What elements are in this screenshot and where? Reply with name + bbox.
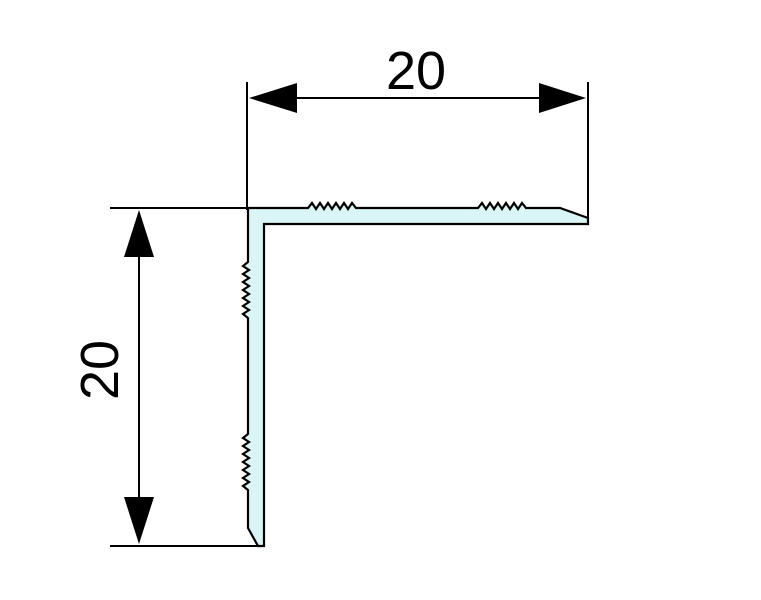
height-arrow-bottom: [124, 497, 154, 544]
width-dimension-label: 20: [386, 41, 446, 101]
height-arrow-top: [124, 210, 154, 257]
width-arrow-right: [539, 83, 586, 113]
width-arrow-left: [249, 83, 297, 113]
height-dimension-label: 20: [70, 340, 130, 400]
angle-profile-shape: [241, 201, 590, 548]
